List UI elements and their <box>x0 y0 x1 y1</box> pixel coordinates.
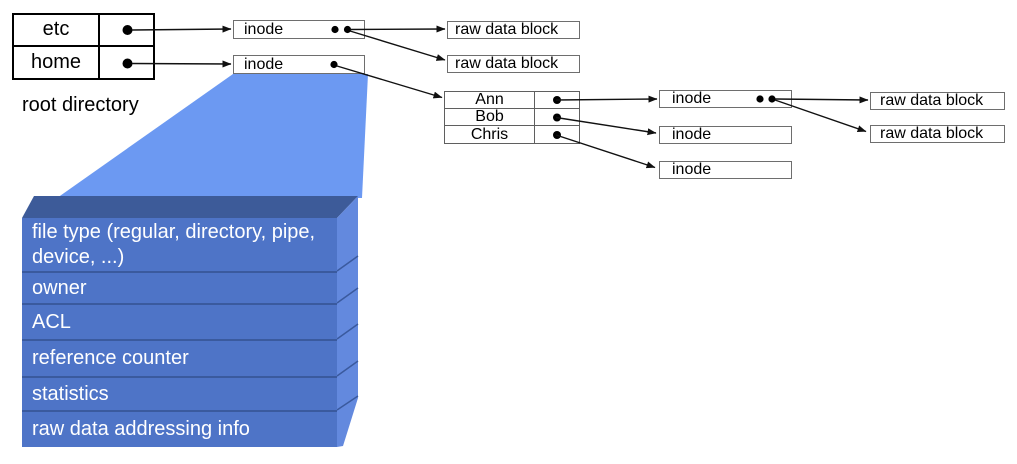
inode-label: inode <box>244 55 284 73</box>
inode-field-label: owner <box>32 276 87 299</box>
stack-side-face <box>337 196 358 447</box>
inode-field-reference-counter: reference counter <box>22 339 337 376</box>
inode-box-chris: inode <box>659 161 792 179</box>
raw-data-block-label: raw data block <box>880 92 984 109</box>
directory-entry-chris: Chris <box>445 126 535 143</box>
raw-data-block-label: raw data block <box>455 21 559 38</box>
inode-detail-stack: file type (regular, directory, pipe, dev… <box>22 218 337 447</box>
inode-label: inode <box>672 126 712 143</box>
inode-field-label: ACL <box>32 310 71 333</box>
directory-entry-etc: etc <box>14 15 100 47</box>
home-directory-table: Ann Bob Chris <box>444 91 580 144</box>
inode-field-label: file type (regular, directory, pipe, dev… <box>32 221 316 268</box>
inode-label: inode <box>672 90 712 107</box>
inode-label: inode <box>244 20 284 38</box>
inode-label: inode <box>672 161 712 178</box>
pointer-cell-bob <box>535 109 579 126</box>
zoom-funnel-shape <box>57 74 368 198</box>
inode-field-statistics: statistics <box>22 376 337 410</box>
directory-entry-home: home <box>14 46 100 78</box>
pointer-cell-ann <box>535 92 579 109</box>
inode-field-label: reference counter <box>32 347 189 369</box>
inode-field-raw-data-addressing: raw data addressing info <box>22 410 337 447</box>
pointer-cell-chris <box>535 126 579 143</box>
raw-data-block-label: raw data block <box>880 125 984 142</box>
raw-data-block: raw data block <box>447 21 580 39</box>
raw-data-block: raw data block <box>870 92 1005 110</box>
directory-entry-bob: Bob <box>445 109 535 126</box>
raw-data-block-label: raw data block <box>455 55 559 72</box>
inode-field-owner: owner <box>22 271 337 303</box>
raw-data-block: raw data block <box>447 55 580 73</box>
inode-box-ann: inode <box>659 90 792 108</box>
inode-field-label: statistics <box>32 382 109 405</box>
raw-data-block: raw data block <box>870 125 1005 143</box>
stack-top-face <box>22 196 358 218</box>
pointer-cell-etc <box>100 15 153 47</box>
stack-side-dividers <box>336 255 359 411</box>
root-directory-table: etc home <box>12 13 155 80</box>
directory-entry-ann: Ann <box>445 92 535 109</box>
inode-box-etc: inode <box>233 20 365 39</box>
inode-box-bob: inode <box>659 126 792 144</box>
inode-field-file-type: file type (regular, directory, pipe, dev… <box>22 218 337 271</box>
root-directory-caption: root directory <box>22 94 139 116</box>
pointer-cell-home <box>100 47 153 79</box>
inode-box-home: inode <box>233 55 365 74</box>
inode-field-acl: ACL <box>22 303 337 339</box>
inode-field-label: raw data addressing info <box>32 418 250 440</box>
